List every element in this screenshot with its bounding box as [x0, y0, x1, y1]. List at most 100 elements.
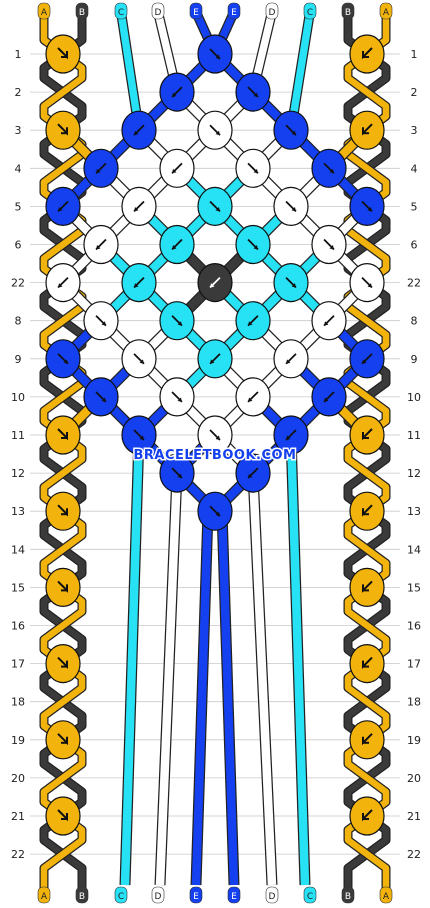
knot: [311, 148, 347, 188]
knot: [45, 720, 81, 760]
string-tab: [114, 2, 128, 20]
knot-arrowhead: [210, 359, 215, 364]
string-label: E: [193, 8, 199, 18]
knot: [273, 110, 309, 150]
knot-arrowhead: [172, 92, 177, 98]
knot: [121, 263, 157, 303]
knot-arrowhead: [215, 206, 220, 212]
knot-arrowhead: [248, 473, 253, 479]
string-tab: [37, 2, 51, 20]
knot: [45, 567, 81, 608]
string-label: E: [231, 892, 237, 902]
string-d-left-tail: [155, 472, 182, 886]
row-number: 5: [411, 200, 418, 213]
string-label: C: [118, 8, 124, 18]
knot-arrowhead: [329, 245, 334, 250]
string-label: C: [307, 8, 313, 18]
knot: [197, 491, 233, 531]
knot: [83, 148, 119, 188]
knot: [349, 720, 385, 760]
row-number: 11: [11, 429, 25, 442]
knot: [159, 377, 195, 417]
string-tab: [265, 2, 279, 20]
string-label: C: [307, 892, 313, 902]
string-label: B: [345, 8, 351, 18]
string-label: B: [79, 892, 85, 902]
row-number: 14: [11, 543, 25, 556]
knot-arrowhead: [134, 283, 139, 288]
knot: [83, 377, 119, 417]
knot: [45, 34, 81, 74]
string-label: A: [41, 892, 48, 902]
row-number: 9: [15, 353, 22, 366]
row-number: 5: [15, 200, 22, 213]
knot: [235, 72, 271, 112]
string-tab: [341, 886, 355, 904]
knot-arrowhead: [324, 321, 329, 326]
knot: [121, 339, 157, 379]
string-c-left-tail: [120, 434, 144, 886]
knot-arrowhead: [139, 359, 144, 364]
knot: [349, 567, 385, 608]
knot: [273, 263, 309, 303]
string-d-right-tail: [248, 472, 277, 886]
string-e-right-tail: [217, 511, 239, 886]
knot: [197, 186, 233, 226]
knot: [45, 263, 81, 303]
row-number: 19: [11, 734, 25, 747]
string-tab: [379, 2, 393, 20]
string-tab: [114, 886, 128, 904]
knot-arrowhead: [177, 473, 182, 479]
string-label: E: [193, 892, 199, 902]
row-number: 2: [411, 86, 418, 99]
row-number: 18: [11, 696, 25, 709]
row-number: 2: [15, 86, 22, 99]
row-number: 18: [407, 696, 421, 709]
row-number: 10: [407, 391, 421, 404]
string-tab: [189, 886, 203, 904]
row-number: 13: [11, 505, 25, 518]
knot-arrowhead: [329, 168, 334, 174]
knot: [349, 34, 385, 74]
string-tab: [151, 2, 165, 20]
string-tab: [303, 2, 317, 20]
knot: [349, 186, 385, 226]
watermark-text: BRACELETBOOK.COM: [134, 448, 297, 463]
row-number: 15: [11, 581, 25, 594]
knot-arrowhead: [253, 92, 258, 98]
knot: [349, 415, 385, 455]
row-number: 12: [407, 467, 421, 480]
knot-arrowhead: [248, 397, 253, 402]
knot: [45, 643, 81, 684]
knot: [235, 453, 271, 493]
knot-arrowhead: [367, 283, 372, 288]
string-tab: [227, 886, 241, 904]
knot-arrowhead: [101, 321, 106, 326]
row-number: 21: [407, 810, 421, 823]
row-number: 11: [407, 429, 421, 442]
string-tab: [151, 886, 165, 904]
knot: [159, 148, 195, 188]
string-c-right-tail: [286, 434, 310, 886]
string-tab: [379, 886, 393, 904]
knot-arrowhead: [215, 511, 220, 517]
knot: [349, 796, 385, 836]
knot-arrowhead: [215, 130, 220, 136]
knot: [45, 186, 81, 226]
string-label: D: [155, 892, 162, 902]
row-number: 19: [407, 734, 421, 747]
knot-arrowhead: [362, 359, 367, 364]
knot-arrowhead: [253, 245, 258, 250]
knot: [311, 224, 347, 265]
row-number: 16: [11, 620, 25, 633]
knot-arrowhead: [177, 397, 182, 402]
row-number: 20: [407, 772, 421, 785]
row-number: 3: [411, 124, 418, 137]
row-number: 17: [407, 658, 421, 671]
string-label: D: [269, 8, 276, 18]
row-number: 4: [411, 162, 418, 175]
knot-arrowhead: [96, 245, 101, 250]
knot: [349, 339, 385, 379]
